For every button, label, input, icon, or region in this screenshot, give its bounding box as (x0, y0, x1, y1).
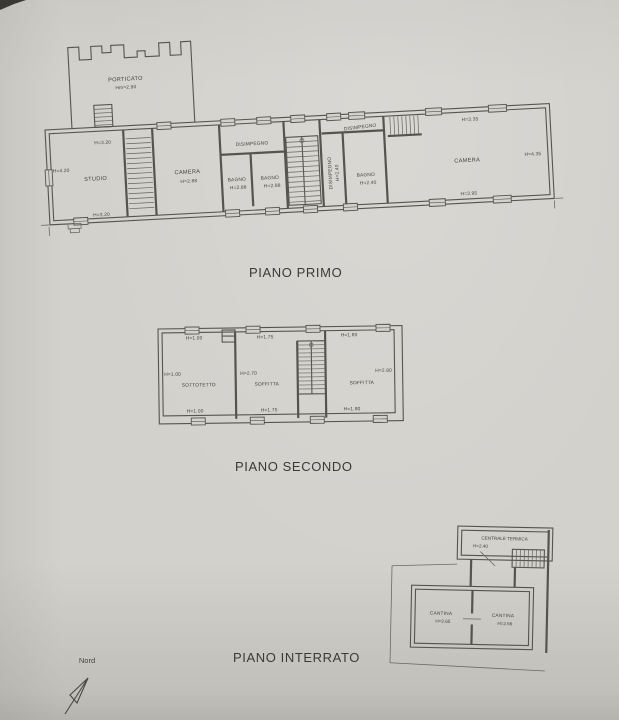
bagno3-height: H=2.40 (360, 180, 377, 187)
porticato-height: Hm=2.90 (115, 84, 136, 91)
plan-piano-secondo: H=1.00 H=1.00 SOTTOTETTO H=1.00 H=1.75 H… (157, 323, 404, 426)
windows-floor2-midlines (185, 327, 391, 422)
basement-stair-outline (511, 548, 545, 569)
soffitta1-h-left: H=2.70 (240, 371, 257, 377)
cantina-divider-wall (470, 590, 474, 645)
windows-floor1-midlines (48, 107, 512, 222)
interior-partitions (122, 116, 422, 217)
soffitta1-h-top: H=1.75 (257, 334, 274, 340)
stair3-treads (389, 115, 420, 135)
camera2-h-bottom: H=3.95 (460, 190, 477, 197)
north-indicator: Nord (64, 656, 95, 715)
photo-corner-artifact (0, 0, 26, 10)
porticato-stair-treads (93, 108, 113, 126)
strip-inner-wall (48, 107, 551, 222)
soffitta1-label: SOFFITTA (255, 381, 280, 387)
studio-label: STUDIO (84, 176, 108, 183)
porticato-outline (67, 40, 196, 129)
basement-door-swing (480, 551, 496, 567)
basement-stair-treads (515, 549, 541, 568)
floor2-stair-treads (297, 344, 326, 390)
camera2-h-top: H=3.35 (461, 116, 478, 123)
stair2-treads (285, 140, 322, 203)
basement-connector-walls (469, 529, 550, 654)
disimpegno2-label: DISIMPEGNO (327, 157, 335, 190)
soffitta2-label: SOFFITTA (350, 380, 375, 386)
cantina1-height: H=2.65 (435, 619, 450, 624)
title-piano-secondo: PIANO SECONDO (235, 459, 353, 474)
basement-boundary-line (389, 563, 545, 672)
plan-piano-interrato: CENTRALE TERMICA H=2.40 CANTINA H=2.65 C… (389, 525, 554, 672)
entry-steps (67, 222, 82, 234)
floor2-stair-start-mark (309, 342, 314, 348)
north-label: Nord (79, 656, 95, 665)
floor2-chimney (221, 329, 236, 343)
sottotetto-label: SOTTOTETTO (182, 382, 216, 388)
sottotetto-h-bottom: H=1.00 (187, 408, 204, 414)
stair2-start-mark (299, 138, 305, 143)
camera2-h-right: H=4.35 (524, 151, 541, 158)
cantina-inner-wall (413, 588, 531, 647)
sottotetto-h-left: H=1.00 (164, 372, 181, 378)
dimension-ticks (40, 197, 564, 236)
cantina2-label: CANTINA (492, 613, 515, 619)
centrale-termica-label: CENTRALE TERMICA (481, 536, 528, 542)
floor2-outer-wall (157, 325, 404, 425)
title-piano-primo: PIANO PRIMO (249, 265, 343, 280)
studio-h-top: H=3.20 (94, 140, 111, 147)
windows-floor1 (44, 103, 512, 226)
north-arrow-icon (69, 677, 89, 705)
camera1-height: H=2.88 (180, 178, 197, 185)
cantina-outer-wall (409, 584, 535, 651)
centrale-termica-height: H=2.40 (473, 543, 488, 548)
stair2-outline (285, 135, 322, 206)
soffitta1-h-bottom: H=1.75 (261, 407, 278, 413)
studio-h-bottom: H=3.20 (93, 212, 110, 219)
bagno1-height: H=2.88 (230, 185, 247, 192)
bagno3-label: BAGNO (357, 172, 376, 179)
stair1-treads (125, 137, 155, 210)
plan-piano-primo: PORTICATO Hm=2.90 H=3.20 H=4.20 STUDIO H… (40, 40, 564, 236)
bagno2-height: H=2.88 (264, 183, 281, 190)
sottotetto-h-top: H=1.00 (186, 335, 203, 341)
porticato-stair-outline (93, 103, 114, 128)
camera1-label: CAMERA (174, 169, 200, 176)
bagno1-label: BAGNO (228, 177, 247, 184)
porticato-label: PORTICATO (108, 76, 143, 84)
bagno2-label: BAGNO (261, 175, 280, 182)
disimpegno2-height: H=2.40 (334, 164, 341, 181)
cantina1-label: CANTINA (430, 611, 453, 617)
studio-h-left: H=4.20 (53, 168, 70, 175)
strip-outer-wall (44, 102, 555, 226)
soffitta2-h-right: H=2.80 (375, 368, 392, 374)
disimpegno3-label: DISIMPEGNO (344, 123, 377, 133)
soffitta2-h-top: H=1.80 (341, 332, 358, 338)
camera2-label: CAMERA (454, 157, 480, 164)
north-arrow-shaft (64, 677, 89, 715)
soffitta2-h-bottom: H=1.80 (344, 406, 361, 412)
disimpegno1-label: DISIMPEGNO (236, 140, 269, 148)
windows-floor2 (184, 323, 391, 426)
floor2-inner-wall (161, 329, 396, 417)
title-piano-interrato: PIANO INTERRATO (233, 650, 360, 665)
centrale-termica-outer (456, 525, 554, 562)
cantina2-height: H=2.66 (497, 621, 512, 626)
